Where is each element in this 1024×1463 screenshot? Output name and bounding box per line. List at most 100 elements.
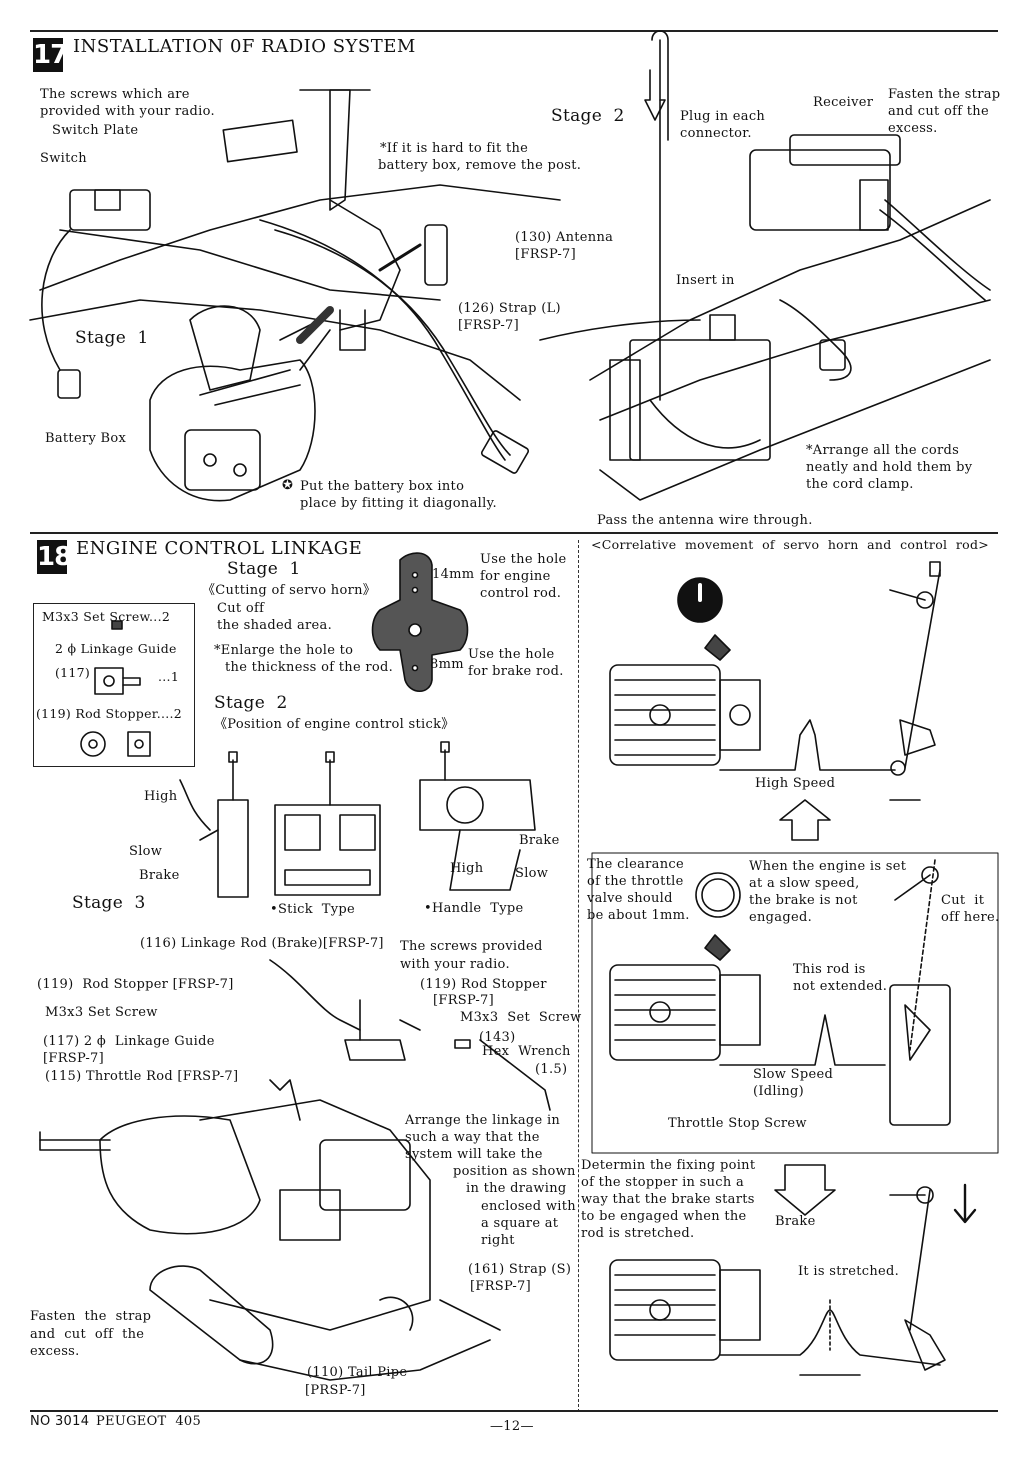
tail-pipe-line2: [PRSP-7] xyxy=(305,1383,366,1398)
bottom-rule xyxy=(30,1410,998,1412)
stick-high-label: High xyxy=(144,789,178,804)
clearance-line4: be about 1mm. xyxy=(587,908,690,923)
section-17-number: 17 xyxy=(33,38,68,72)
set-screw-right-label: M3x3 Set Screw xyxy=(460,1010,582,1025)
clearance-line1: The clearance xyxy=(587,857,684,872)
servo-horn-illustration xyxy=(371,552,469,693)
stage2-label-17: Stage 2 xyxy=(551,106,625,126)
determin-line5: rod is stretched. xyxy=(581,1226,695,1241)
not-extended-line2: not extended. xyxy=(793,979,888,994)
arrange-line7: a square at xyxy=(481,1216,559,1231)
slow-speed-line2: (Idling) xyxy=(753,1084,805,1099)
determin-line3: way that the brake starts xyxy=(581,1192,755,1207)
cut-off-line1: Cut off xyxy=(217,601,265,616)
switch-plate-label: Switch Plate xyxy=(52,123,139,138)
battery-note-line1: Put the battery box into xyxy=(300,479,465,494)
receiver-label: Receiver xyxy=(813,95,874,110)
cords-note-line3: the cord clamp. xyxy=(806,477,914,492)
handle-type-label: •Handle Type xyxy=(424,901,524,916)
section-18-number: 18 xyxy=(37,540,72,574)
brake-label-correlative: Brake xyxy=(775,1214,816,1229)
fasten-strap-line3: excess. xyxy=(30,1344,80,1359)
rod-stopper-right-line2: [FRSP-7] xyxy=(433,993,494,1008)
correlative-title: <Correlative movement of servo horn and … xyxy=(591,537,990,552)
determin-line1: Determin the fixing point xyxy=(581,1158,756,1173)
arrange-line1: Arrange the linkage in xyxy=(405,1113,561,1128)
section-divider xyxy=(30,532,998,534)
guide-left-line1: (117) 2 ϕ Linkage Guide xyxy=(43,1034,215,1049)
screws-note-line2: provided with your radio. xyxy=(40,104,215,119)
enlarge-line1: *Enlarge the hole to xyxy=(214,643,354,658)
throttle-rod-label: (115) Throttle Rod [FRSP-7] xyxy=(45,1069,239,1084)
stretched-label: It is stretched. xyxy=(798,1264,900,1279)
plug-note-line2: connector. xyxy=(680,126,752,141)
fasten-note-line2: and cut off the xyxy=(888,104,989,119)
set-screw-left-label: M3x3 Set Screw xyxy=(45,1005,158,1020)
top-rule xyxy=(30,30,998,32)
slow-set-line3: the brake is not xyxy=(749,893,858,908)
antenna-label-line1: (130) Antenna xyxy=(515,230,614,245)
hex-wrench-line3: (1.5) xyxy=(535,1062,568,1077)
handle-slow-label: Slow xyxy=(515,866,549,881)
post-note-line1: *If it is hard to fit the xyxy=(380,141,529,156)
section-17-title: INSTALLATION 0F RADIO SYSTEM xyxy=(73,36,416,57)
fasten-note-line3: excess. xyxy=(888,121,938,136)
hole-brake-line2: for brake rod. xyxy=(468,664,564,679)
handle-brake-label: Brake xyxy=(519,833,560,848)
clearance-line3: valve should xyxy=(587,891,673,906)
hole-brake-line1: Use the hole xyxy=(468,647,555,662)
footer-model-number: NO 3014 xyxy=(30,1414,90,1429)
page-number: —12— xyxy=(490,1419,534,1434)
slow-set-line1: When the engine is set xyxy=(749,859,907,874)
column-divider xyxy=(578,540,579,1412)
strap-l-line1: (126) Strap (L) xyxy=(458,301,561,316)
hex-wrench-line1: (143) xyxy=(479,1030,516,1045)
determin-line2: of the stopper in such a xyxy=(581,1175,745,1190)
receiver-stage2-illustration xyxy=(539,30,991,501)
not-extended-line1: This rod is xyxy=(793,962,866,977)
stage2-label-18: Stage 2 xyxy=(214,693,288,713)
rod-stopper-left-label: (119) Rod Stopper [FRSP-7] xyxy=(37,977,234,992)
part-linkage-guide: 2 ϕ Linkage Guide xyxy=(55,641,177,656)
arrange-line8: right xyxy=(481,1233,515,1248)
tail-pipe-line1: (110) Tail Pipe xyxy=(307,1365,408,1380)
handle-high-label: High xyxy=(450,861,484,876)
engine-linkage-illustration xyxy=(39,959,551,1381)
screws-note-line1: The screws which are xyxy=(40,87,190,102)
dim-14mm: 14mm xyxy=(432,567,475,582)
battery-note-line2: place by fitting it diagonally. xyxy=(300,496,497,511)
linkage-rod-label: (116) Linkage Rod (Brake)[FRSP-7] xyxy=(140,936,384,951)
arrange-line5: in the drawing xyxy=(466,1181,567,1196)
cut-off-line2: the shaded area. xyxy=(217,618,333,633)
strap-s-line2: [FRSP-7] xyxy=(470,1279,531,1294)
stick-type-label: •Stick Type xyxy=(270,902,356,917)
fasten-note-line1: Fasten the strap xyxy=(888,87,1001,102)
dim-8mm: 8mm xyxy=(430,657,464,672)
parts-icons xyxy=(80,620,151,757)
stage1-label-17: Stage 1 xyxy=(75,328,149,348)
transmitter-illustrations xyxy=(179,741,536,898)
guide-left-line2: [FRSP-7] xyxy=(43,1051,104,1066)
part-rod-stopper: (119) Rod Stopper....2 xyxy=(36,706,183,721)
insert-in-label: Insert in xyxy=(676,273,735,288)
strap-s-line1: (161) Strap (S) xyxy=(468,1262,572,1277)
battery-box-label: Battery Box xyxy=(45,431,127,446)
position-title: 《Position of engine control stick》 xyxy=(214,717,455,732)
hex-wrench-line2: Hex Wrench xyxy=(482,1044,571,1059)
slow-set-line4: engaged. xyxy=(749,910,813,925)
high-speed-label: High Speed xyxy=(755,776,836,791)
stage1-label-18: Stage 1 xyxy=(227,559,301,579)
antenna-label-line2: [FRSP-7] xyxy=(515,247,576,262)
cut-it-line2: off here. xyxy=(941,910,1000,925)
correlative-illustrations xyxy=(591,561,999,1376)
plug-note-line1: Plug in each xyxy=(680,109,766,124)
fasten-strap-line1: Fasten the strap xyxy=(30,1309,152,1324)
part-set-screw: M3x3 Set Screw...2 xyxy=(42,609,171,624)
arrange-line6: enclosed with xyxy=(481,1199,576,1214)
hole-engine-line3: control rod. xyxy=(480,586,562,601)
throttle-stop-label: Throttle Stop Screw xyxy=(668,1116,807,1131)
arrange-line2: such a way that the xyxy=(405,1130,540,1145)
footer-model-name: PEUGEOT 405 xyxy=(96,1414,202,1429)
enlarge-line2: the thickness of the rod. xyxy=(225,660,394,675)
hole-engine-line2: for engine xyxy=(480,569,551,584)
